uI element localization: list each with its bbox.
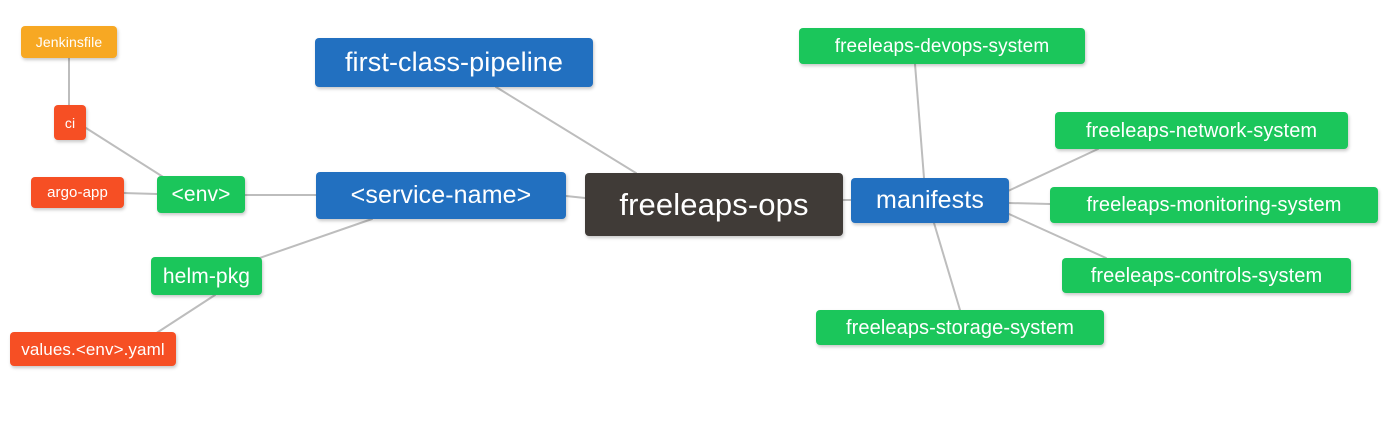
- node-service-name[interactable]: <service-name>: [316, 172, 566, 219]
- node-freeleaps-ops[interactable]: freeleaps-ops: [585, 173, 843, 236]
- node-env[interactable]: <env>: [157, 176, 245, 213]
- edge-argo-app-to-env: [123, 192, 158, 195]
- node-label-freeleaps-storage-system: freeleaps-storage-system: [845, 316, 1075, 339]
- node-jenkinsfile[interactable]: Jenkinsfile: [21, 26, 117, 58]
- node-label-argo-app: argo-app: [47, 184, 108, 201]
- edge-manifests-to-freeleaps-network-system: [1007, 148, 1099, 192]
- edge-service-name-to-freeleaps-ops: [565, 195, 586, 199]
- node-label-freeleaps-devops-system: freeleaps-devops-system: [834, 35, 1050, 57]
- node-label-first-class-pipeline: first-class-pipeline: [344, 47, 564, 77]
- node-values-env-yaml[interactable]: values.<env>.yaml: [10, 332, 176, 366]
- node-label-values-env-yaml: values.<env>.yaml: [21, 339, 165, 359]
- node-label-freeleaps-controls-system: freeleaps-controls-system: [1090, 264, 1323, 287]
- node-freeleaps-controls-system[interactable]: freeleaps-controls-system: [1062, 258, 1351, 293]
- node-freeleaps-devops-system[interactable]: freeleaps-devops-system: [799, 28, 1085, 64]
- node-label-service-name: <service-name>: [350, 181, 532, 209]
- edge-manifests-to-freeleaps-devops-system: [914, 63, 925, 179]
- edge-manifests-to-freeleaps-monitoring-system: [1008, 202, 1051, 205]
- node-label-helm-pkg: helm-pkg: [162, 264, 251, 288]
- node-label-manifests: manifests: [876, 186, 984, 214]
- node-freeleaps-network-system[interactable]: freeleaps-network-system: [1055, 112, 1348, 149]
- node-ci[interactable]: ci: [54, 105, 86, 140]
- edge-first-class-pipeline-to-freeleaps-ops: [495, 86, 637, 174]
- node-freeleaps-monitoring-system[interactable]: freeleaps-monitoring-system: [1050, 187, 1378, 223]
- node-label-freeleaps-monitoring-system: freeleaps-monitoring-system: [1086, 194, 1342, 216]
- node-argo-app[interactable]: argo-app: [31, 177, 124, 208]
- node-label-ci: ci: [64, 114, 76, 131]
- node-helm-pkg[interactable]: helm-pkg: [151, 257, 262, 295]
- node-manifests[interactable]: manifests: [851, 178, 1009, 223]
- edge-helm-pkg-to-service-name: [247, 218, 373, 263]
- node-label-jenkinsfile: Jenkinsfile: [35, 34, 103, 50]
- node-freeleaps-storage-system[interactable]: freeleaps-storage-system: [816, 310, 1104, 345]
- node-label-freeleaps-network-system: freeleaps-network-system: [1085, 119, 1318, 142]
- edge-manifests-to-freeleaps-storage-system: [933, 222, 961, 311]
- edge-values-env-yaml-to-helm-pkg: [154, 294, 216, 335]
- node-label-env: <env>: [171, 183, 231, 206]
- node-label-freeleaps-ops: freeleaps-ops: [619, 187, 809, 222]
- node-first-class-pipeline[interactable]: first-class-pipeline: [315, 38, 593, 87]
